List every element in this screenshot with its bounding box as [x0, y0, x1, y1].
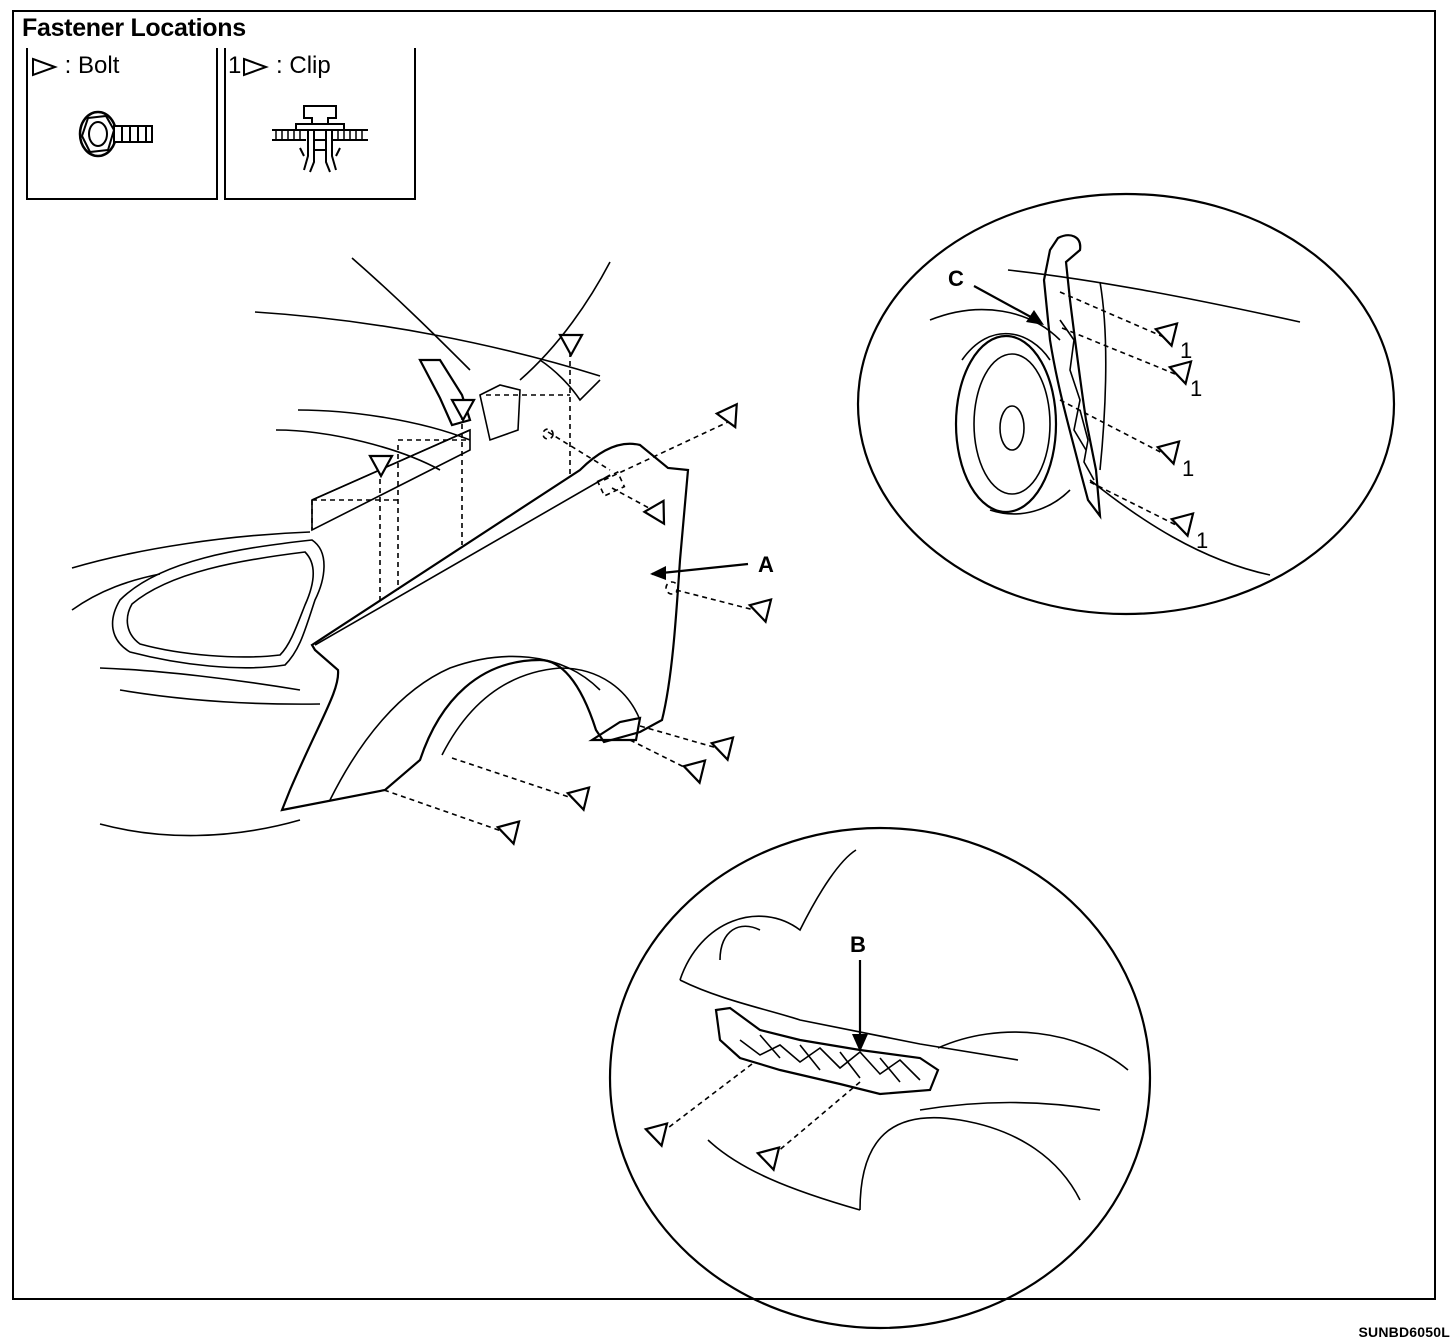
figure-code: SUNBD6050L [1358, 1324, 1450, 1340]
diagram-title: Fastener Locations [22, 14, 246, 42]
bolt-marker [496, 820, 526, 848]
bolt-marker [756, 1146, 786, 1174]
clip-icon [272, 105, 368, 173]
legend-clip-name: Clip [289, 52, 331, 79]
clip-marker [1170, 512, 1200, 540]
clip-marker [1156, 440, 1186, 468]
callout-b: B [850, 932, 866, 957]
bolt-marker-icon [32, 57, 58, 77]
legend-bolt-separator: : [64, 52, 72, 79]
clip-number-label: 1 [1190, 376, 1203, 401]
bolt-marker [566, 786, 596, 814]
fender-assembly [71, 257, 778, 848]
bolt-marker [715, 403, 747, 433]
bolt-marker [450, 398, 476, 422]
legend-bolt-name: Bolt [78, 52, 120, 79]
bolt-marker [558, 333, 584, 357]
clip-number-label: 1 [1182, 456, 1195, 481]
bolt-marker [643, 499, 675, 531]
diagram-frame [12, 10, 1436, 1300]
bolt-marker [748, 598, 778, 626]
legend-clip-prefix: 1 [228, 52, 242, 79]
legend-clip: 1 : Clip [224, 48, 416, 200]
detail-b [608, 826, 1152, 1330]
legend-clip-separator: : [276, 52, 283, 79]
bolt-marker [682, 759, 712, 787]
clip-number-label: 1 [1196, 528, 1209, 553]
legend-clip-label: 1 : Clip [228, 52, 331, 80]
bolt-marker [710, 736, 740, 764]
callout-a: A [758, 552, 774, 577]
bolt-icon [78, 110, 153, 158]
bolt-marker [644, 1122, 674, 1150]
detail-c [856, 192, 1396, 616]
clip-number-label: 1 [1180, 338, 1193, 363]
legend-bolt-label: : Bolt [30, 52, 119, 80]
callout-c: C [948, 266, 964, 291]
clip-marker-icon [243, 57, 270, 77]
legend-bolt: : Bolt [26, 48, 218, 200]
